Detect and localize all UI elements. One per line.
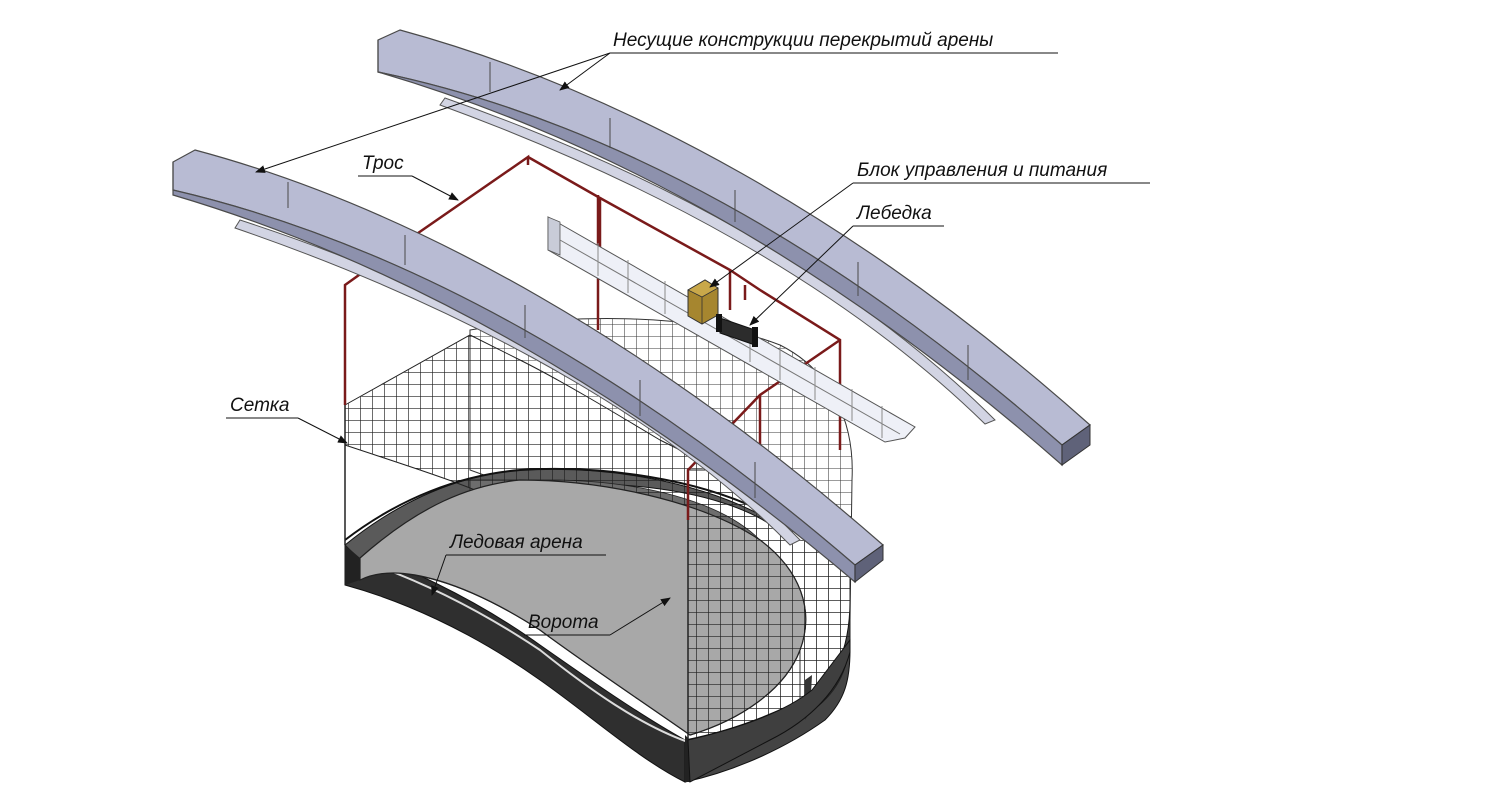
label-ice-arena: Ледовая арена (431, 532, 606, 596)
svg-text:Ворота: Ворота (528, 612, 599, 633)
control-unit (687, 279, 719, 325)
label-control-unit: Блок управления и питания (709, 160, 1150, 288)
svg-text:Ледовая арена: Ледовая арена (448, 532, 583, 553)
label-beams: Несущие конструкции перекрытий арены (255, 30, 1058, 173)
roof-beam-front (172, 149, 884, 584)
svg-text:Сетка: Сетка (230, 395, 289, 416)
label-cable: Трос (358, 153, 459, 201)
svg-text:Лебедка: Лебедка (855, 203, 932, 224)
svg-text:Несущие конструкции перекрытий: Несущие конструкции перекрытий арены (613, 30, 993, 51)
label-winch: Лебедка (749, 203, 944, 326)
label-net: Сетка (226, 395, 348, 444)
roof-beam-back (377, 29, 1091, 467)
svg-text:Трос: Трос (362, 153, 404, 174)
label-goal: Ворота (524, 597, 671, 636)
arena-boards (685, 638, 851, 783)
svg-text:Блок управления и питания: Блок управления и питания (857, 160, 1107, 181)
winch (716, 314, 758, 347)
net (344, 334, 851, 741)
